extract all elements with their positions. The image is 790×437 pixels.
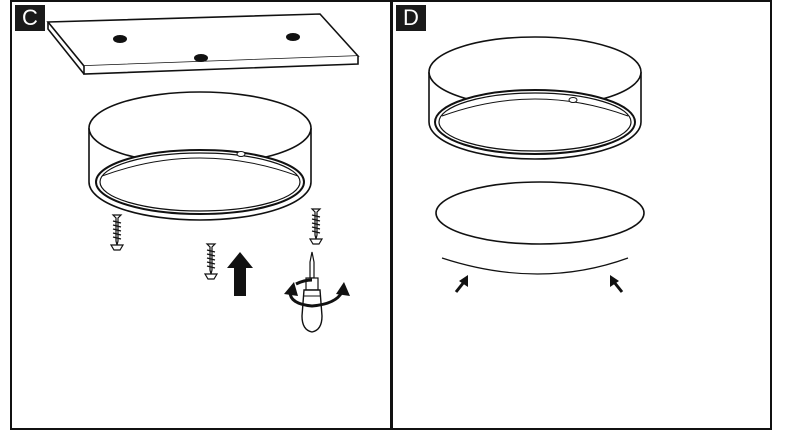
screw-icon <box>204 243 218 280</box>
arrow-up-icon <box>227 252 253 296</box>
arrow-up-icon <box>610 275 624 293</box>
arrow-up-icon <box>454 275 468 293</box>
ceiling-light-fixture-icon <box>428 36 642 160</box>
step-label-c: C <box>15 5 45 31</box>
ceiling-light-fixture-icon <box>88 91 312 221</box>
mounting-plate-icon <box>46 13 360 75</box>
step-label-d: D <box>396 5 426 31</box>
screw-icon <box>110 214 124 251</box>
diffuser-cover-icon <box>435 181 645 275</box>
screwdriver-rotate-icon <box>284 251 350 333</box>
screw-icon <box>309 208 323 245</box>
